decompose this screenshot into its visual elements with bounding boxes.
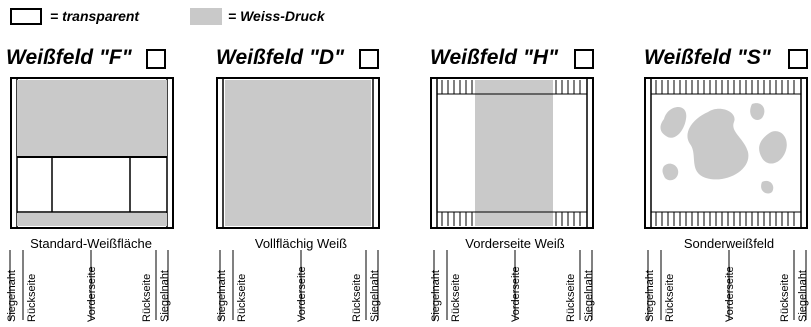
transparent-checkbox-icon <box>574 49 594 69</box>
label-siegelnaht: Siegelnaht <box>216 270 228 322</box>
white-print-area <box>17 80 167 157</box>
legend-white-print-label: = Weiss-Druck <box>228 8 325 24</box>
panel-weissfeld-d: Weißfeld "D" Vollflächig Weiß Siegelnaht… <box>216 0 416 327</box>
panel-caption: Sonderweißfeld <box>683 236 775 251</box>
seal-hatching-bottom <box>651 211 801 226</box>
bag-diagram <box>644 77 808 229</box>
label-siegelnaht: Siegelnaht <box>159 270 171 322</box>
transparent-checkbox-icon <box>146 49 166 69</box>
white-print-area <box>475 80 553 226</box>
panel-title: Weißfeld "H" <box>430 46 559 69</box>
label-siegelnaht: Siegelnaht <box>369 270 381 322</box>
transparent-checkbox-icon <box>359 49 379 69</box>
label-rueckseite: Rückseite <box>141 273 153 322</box>
white-print-blobs <box>660 103 787 194</box>
seal-hatching-bottom <box>437 211 587 226</box>
label-ticks <box>647 250 807 320</box>
label-siegelnaht: Siegelnaht <box>6 270 18 322</box>
label-ticks <box>9 250 169 320</box>
label-ticks <box>433 250 593 320</box>
label-rueckseite: Rückseite <box>565 273 577 322</box>
label-rueckseite: Rückseite <box>236 273 248 322</box>
panel-weissfeld-h: Weißfeld "H" Vorderseite Weiß Siegelnaht… <box>430 0 630 327</box>
panel-caption: Vorderseite Weiß <box>465 236 565 251</box>
label-rueckseite: Rückseite <box>351 273 363 322</box>
label-siegelnaht: Siegelnaht <box>583 270 595 322</box>
label-rueckseite: Rückseite <box>664 273 676 322</box>
white-print-strip <box>17 213 167 226</box>
seal-hatching-top <box>437 80 587 95</box>
label-siegelnaht: Siegelnaht <box>430 270 442 322</box>
label-siegelnaht: Siegelnaht <box>797 270 809 322</box>
bag-diagram <box>216 77 380 229</box>
label-vorderseite: Vorderseite <box>86 266 98 322</box>
label-rueckseite: Rückseite <box>779 273 791 322</box>
label-ticks <box>219 250 379 320</box>
panel-weissfeld-s: Weißfeld "S" Sonderweißfeld Siegelnaht R… <box>644 0 811 327</box>
panel-weissfeld-f: Weißfeld "F" Standard-Weißfläche Siegeln… <box>6 0 206 327</box>
label-vorderseite: Vorderseite <box>296 266 308 322</box>
bag-diagram <box>10 77 174 229</box>
white-print-swatch <box>190 8 222 25</box>
panel-caption: Standard-Weißfläche <box>30 236 152 251</box>
bag-diagram <box>430 77 594 229</box>
panel-title: Weißfeld "S" <box>644 46 771 69</box>
transparent-checkbox-icon <box>788 49 808 69</box>
white-print-area <box>225 80 371 226</box>
label-rueckseite: Rückseite <box>450 273 462 322</box>
panel-title: Weißfeld "D" <box>216 46 345 69</box>
label-vorderseite: Vorderseite <box>724 266 736 322</box>
panel-title: Weißfeld "F" <box>6 46 132 69</box>
label-rueckseite: Rückseite <box>26 273 38 322</box>
panel-caption: Vollflächig Weiß <box>254 236 348 251</box>
transparent-swatch <box>10 8 42 25</box>
seal-hatching-top <box>651 80 801 95</box>
legend-transparent-label: = transparent <box>50 8 140 24</box>
label-vorderseite: Vorderseite <box>510 266 522 322</box>
label-siegelnaht: Siegelnaht <box>644 270 656 322</box>
